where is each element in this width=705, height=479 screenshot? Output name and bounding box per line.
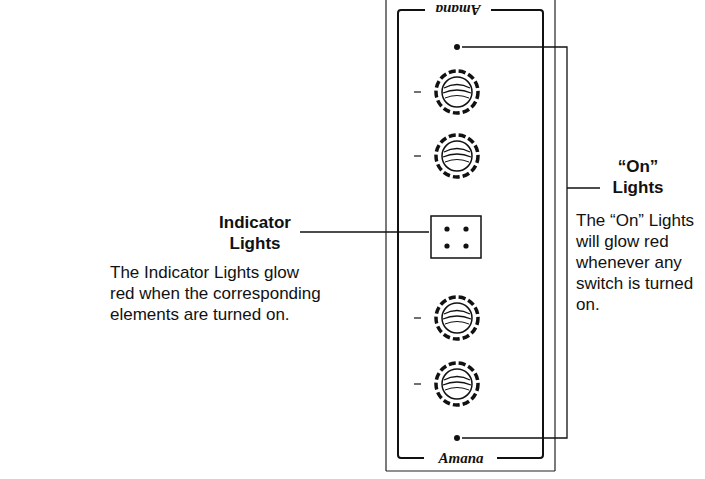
callout-heading: Indicator Lights <box>200 212 310 254</box>
callout-description: The Indicator Lights glow red when the c… <box>110 262 322 325</box>
brand-name: Amana <box>425 450 497 466</box>
brand-name-inverted: Amana <box>425 2 491 18</box>
callout-description: The “On” Lights will glow red whenever a… <box>576 210 700 315</box>
callout-heading: “On” Lights <box>602 156 674 198</box>
